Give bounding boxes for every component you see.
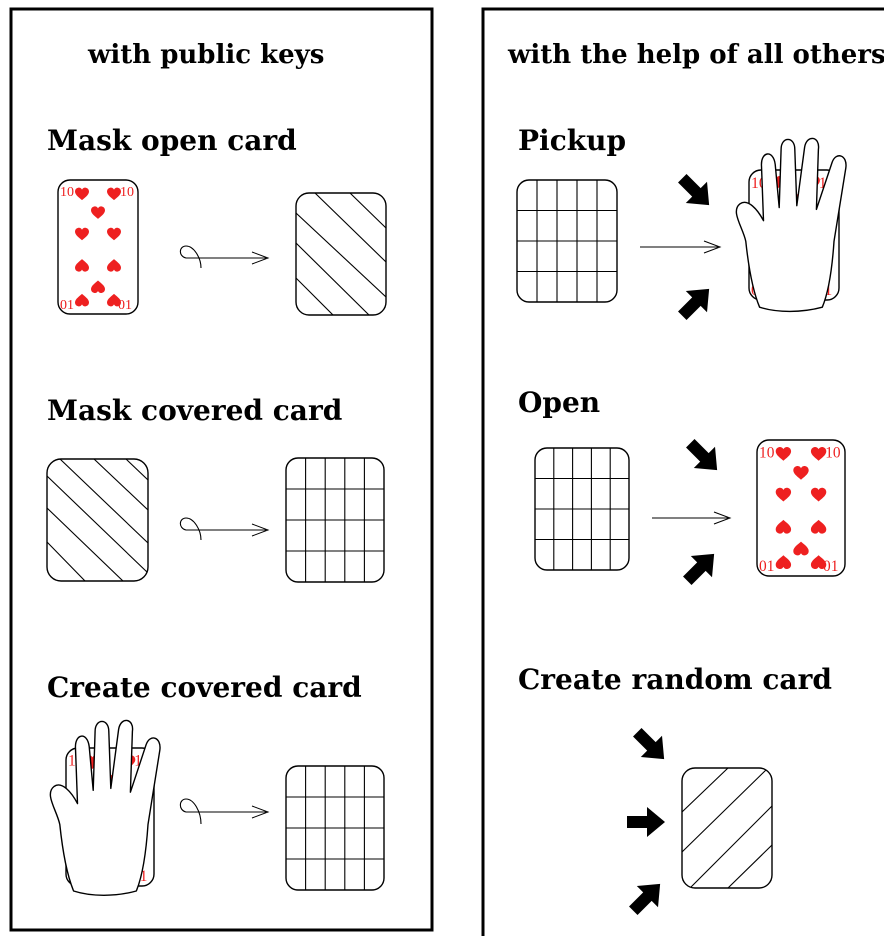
input-arrow-icon xyxy=(672,278,720,326)
heading-mask-open-card: Mask open card xyxy=(47,124,297,157)
card-outline xyxy=(58,180,138,314)
input-arrow-icon xyxy=(677,543,725,591)
heading-mask-covered-card: Mask covered card xyxy=(47,394,342,427)
card-rank: 10 xyxy=(60,185,74,200)
card-rank: 10 xyxy=(120,185,134,200)
input-arrow-icon xyxy=(627,722,675,770)
covered-card-diagonal xyxy=(296,193,386,316)
covered-card-grid-result xyxy=(286,766,384,890)
card-rank-inverted: 01 xyxy=(60,298,74,313)
input-arrow-icon xyxy=(672,168,720,216)
covered-card-grid-pickup xyxy=(517,180,617,302)
covered-card-grid xyxy=(286,458,384,582)
mask-transform-arrow-2 xyxy=(180,518,268,540)
heading-create-covered-card: Create covered card xyxy=(47,671,362,704)
covered-card-grid-open xyxy=(535,448,629,570)
input-arrow-icon xyxy=(680,433,728,481)
card-rank: 10 xyxy=(759,445,775,462)
heading-open: Open xyxy=(518,386,600,419)
card-rank-inverted: 01 xyxy=(118,298,132,313)
random-covered-card xyxy=(682,768,772,888)
heading-create-random-card: Create random card xyxy=(518,663,832,696)
card-rank-inverted: 01 xyxy=(823,558,838,575)
mask-transform-arrow xyxy=(180,246,268,268)
create-transform-arrow xyxy=(180,799,268,824)
left-panel-title: with public keys xyxy=(87,40,324,70)
pickup-arrow xyxy=(640,241,720,253)
covered-card-diagonal-source xyxy=(47,459,148,582)
right-panel-title: with the help of all others xyxy=(507,40,884,70)
open-card-ten-of-hearts: 10 10 01 01 xyxy=(58,180,138,314)
revealed-card-ten-of-hearts: 10 10 01 01 xyxy=(757,440,845,576)
card-rank: 10 xyxy=(825,445,841,462)
card-rank-inverted: 01 xyxy=(759,558,774,575)
heading-pickup: Pickup xyxy=(518,124,626,157)
open-arrow xyxy=(652,512,730,524)
input-arrow-icon xyxy=(623,873,671,921)
input-arrow-icon xyxy=(627,807,665,837)
